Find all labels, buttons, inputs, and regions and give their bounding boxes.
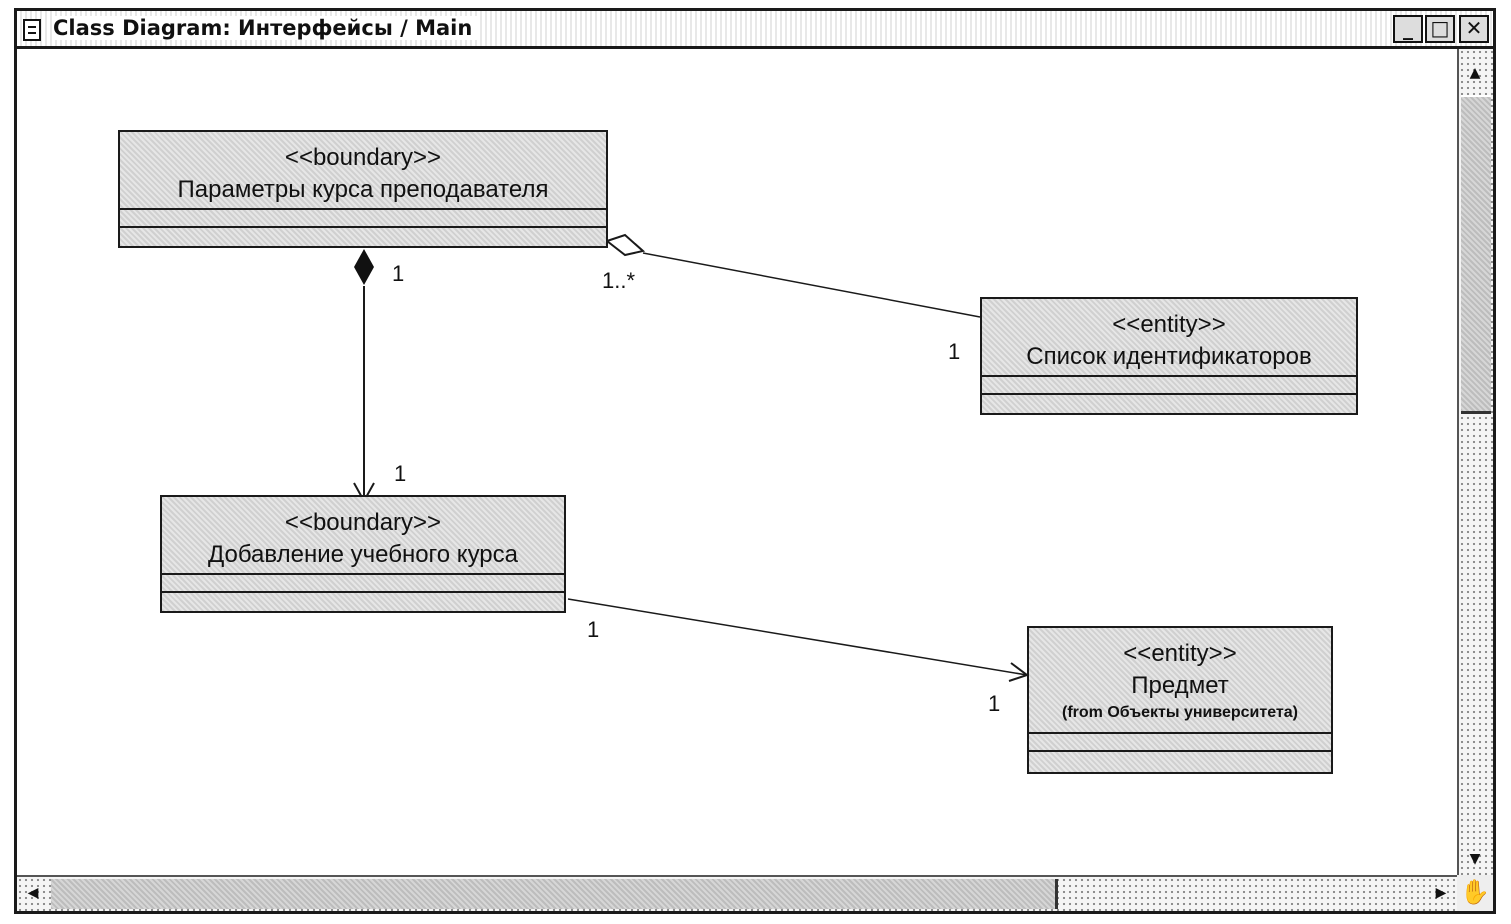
stereotype-label: <<boundary>> [284,144,442,171]
class-box-add-course[interactable]: <<boundary>> Добавление учебного курса [160,495,566,613]
aggregation-line[interactable] [642,252,981,318]
class-box-course-params[interactable]: <<boundary>> Параметры курса преподавате… [118,130,608,248]
attributes-compartment [162,575,564,593]
class-name: Параметры курса преподавателя [177,176,549,203]
aggregation-diamond [604,233,646,257]
class-name: Добавление учебного курса [207,541,518,568]
scroll-left-icon[interactable]: ◀ [27,885,39,901]
package-origin-label: (from Объекты университета) [1062,704,1298,721]
scroll-right-icon[interactable]: ▶ [1435,885,1447,901]
class-name: Список идентификаторов [1026,343,1312,370]
minimize-button[interactable]: _ [1393,15,1423,43]
maximize-button[interactable]: □ [1425,15,1455,43]
horizontal-scrollbar[interactable]: ◀ ▶ [17,875,1457,911]
stereotype-label: <<entity>> [1112,311,1226,338]
attributes-compartment [1029,734,1331,752]
class-box-id-list[interactable]: <<entity>> Список идентификаторов [980,297,1358,415]
multiplicity-label: 1 [587,617,600,642]
attributes-compartment [982,377,1356,395]
multiplicity-label: 1 [988,691,1001,716]
close-button[interactable]: ✕ [1459,15,1489,43]
title-bar[interactable]: Class Diagram: Интерфейсы / Main _ □ ✕ [17,11,1493,49]
class-diagram-window: Class Diagram: Интерфейсы / Main _ □ ✕ <… [14,8,1496,914]
attributes-compartment [120,210,606,228]
class-box-subject[interactable]: <<entity>> Предмет (from Объекты универс… [1027,626,1333,774]
multiplicity-label: 1 [394,461,407,486]
horizontal-scroll-thumb[interactable] [51,879,1058,909]
diagram-icon [23,19,41,41]
multiplicity-label: 1 [948,339,961,364]
multiplicity-label: 1 [392,261,405,286]
vertical-scrollbar[interactable]: ▲ ▼ [1457,49,1493,875]
vertical-scroll-thumb[interactable] [1461,95,1491,414]
scroll-down-icon[interactable]: ▼ [1469,851,1481,867]
hand-icon[interactable]: ✋ [1457,875,1493,911]
association-line[interactable] [567,598,1028,676]
diagram-canvas[interactable]: <<boundary>> Параметры курса преподавате… [17,49,1493,911]
multiplicity-label: 1..* [602,268,636,293]
stereotype-label: <<boundary>> [284,509,442,536]
stereotype-label: <<entity>> [1123,640,1237,667]
class-name: Предмет [1131,672,1229,699]
window-title: Class Diagram: Интерфейсы / Main [53,16,479,40]
association-lines [353,233,1030,682]
composition-diamond [354,249,374,285]
scroll-up-icon[interactable]: ▲ [1469,65,1481,81]
